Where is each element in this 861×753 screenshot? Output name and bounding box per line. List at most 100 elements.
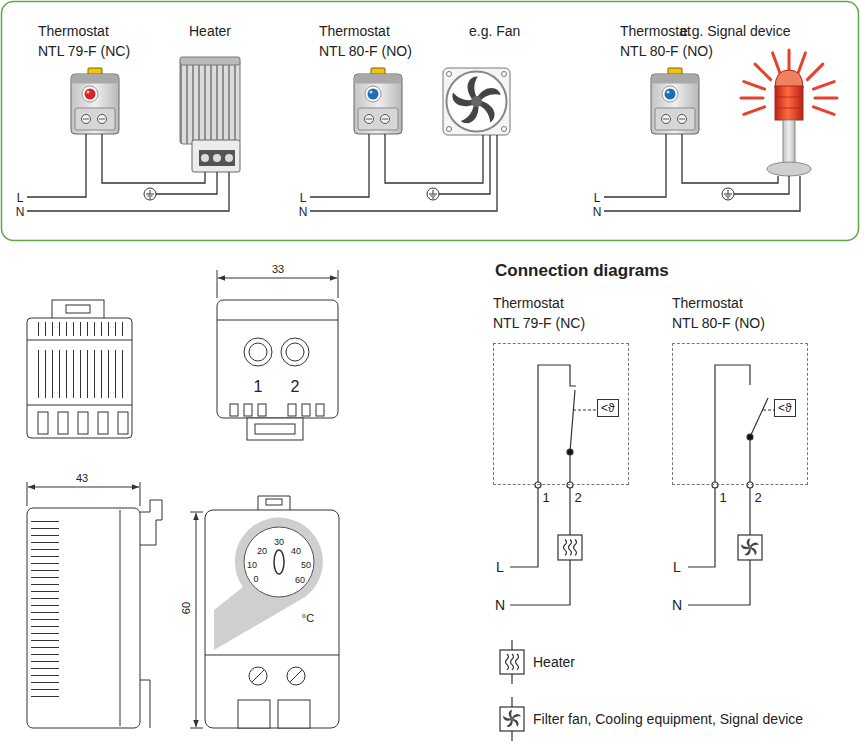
dimension-line: [27, 482, 140, 506]
circuit-nc: [567, 482, 573, 488]
label-anchor: 1: [254, 378, 263, 396]
line-name: L: [300, 192, 307, 206]
signal-beacon-picture: [788, 50, 791, 72]
label-anchor: 50: [301, 554, 311, 572]
fan-symbol: [740, 538, 759, 557]
label-anchor: 2: [574, 488, 581, 506]
label-anchor: 33: [272, 259, 284, 277]
device-heading: e.g. Fan: [469, 21, 527, 41]
circuit-no: [747, 482, 753, 488]
housing-end-view: [281, 338, 309, 366]
housing-side-view: [31, 518, 59, 700]
signal-beacon-picture: [755, 64, 771, 80]
heater-picture: [201, 154, 209, 162]
housing-side-view: [120, 510, 121, 726]
sensor-symbol-box: <ϑ: [774, 399, 796, 417]
supply-wires: [27, 134, 86, 197]
circuit-no: [738, 535, 762, 560]
supply-wires: [734, 176, 789, 194]
device-heading: Heater: [178, 21, 242, 41]
fan-symbol: [502, 709, 521, 728]
dimension-value: 33: [272, 263, 284, 276]
label-anchor: 60: [176, 602, 194, 614]
signal-beacon-picture: [744, 107, 765, 115]
pin-number: 2: [754, 491, 761, 506]
device-heading: e.g. Signal device: [680, 21, 805, 41]
heater-picture: [225, 154, 233, 162]
housing-side-view: [27, 500, 162, 728]
housing-top-view: [34, 350, 125, 398]
pin-number: 2: [574, 491, 581, 506]
signal-beacon-picture: [813, 82, 834, 90]
signal-beacon-picture: [775, 86, 803, 120]
housing-end-view: [244, 404, 252, 416]
housing-end-view: [247, 418, 303, 440]
heater-picture: [199, 150, 211, 166]
signal-beacon-picture: [741, 50, 837, 176]
dimension-value: 43: [76, 472, 88, 485]
wire: [385, 134, 483, 183]
heater-picture: [180, 57, 240, 172]
heater-picture: [223, 150, 235, 166]
dimension-line: [218, 278, 337, 279]
signal-beacon-picture: [783, 120, 795, 164]
label-anchor: N: [299, 202, 308, 220]
housing-top-view: [98, 412, 108, 434]
label-anchor: 20: [257, 540, 267, 558]
section-title: Connection diagrams: [495, 261, 669, 280]
housing-top-view: [38, 412, 48, 434]
housing-end-view: [230, 404, 238, 416]
supply-wires: [310, 135, 497, 211]
housing-top-view: [27, 340, 132, 341]
ground-symbol: [144, 188, 156, 200]
device-heading: Thermostat NTL 79-F (NC): [493, 293, 590, 333]
label-anchor: 0: [253, 568, 258, 586]
legend-sample: [500, 650, 524, 674]
label-anchor: L: [496, 558, 504, 576]
signal-beacon-picture: [744, 82, 765, 90]
dial-scale: 10: [247, 560, 257, 570]
label-anchor: 43: [76, 468, 88, 486]
housing-top-view: [34, 322, 125, 336]
housing-front-view: [244, 527, 314, 597]
fan-picture: [443, 68, 510, 135]
heater-symbol: [506, 654, 519, 670]
supply-wires: [604, 134, 666, 197]
line-name: L: [673, 559, 681, 575]
housing-top-view: [27, 300, 132, 438]
supply-wires: [27, 172, 229, 211]
dimension-line: [28, 487, 139, 488]
label-anchor: L: [17, 188, 24, 206]
housing-end-view: [255, 424, 295, 434]
housing-end-view: [286, 343, 304, 361]
housing-end-view: [249, 343, 267, 361]
heater-symbol: [564, 540, 577, 556]
fan-picture: [447, 72, 452, 77]
housing-front-view: [266, 499, 282, 505]
housing-top-view: [58, 412, 68, 434]
line-name: N: [672, 597, 682, 613]
device-group: e.g. Fan: [443, 21, 527, 135]
device-heading: Thermostat NTL 80-F (NO): [319, 21, 416, 61]
signal-beacon-picture: [798, 53, 806, 74]
label-anchor: N: [495, 596, 505, 614]
housing-top-view: [27, 405, 132, 406]
fan-picture: [449, 74, 501, 126]
heater-picture: [192, 140, 240, 172]
signal-beacon-picture: [767, 162, 811, 176]
heater-picture: [180, 60, 240, 144]
housing-side-view: [140, 500, 162, 545]
circuit-nc: [510, 365, 597, 605]
device-group: Heater: [178, 21, 242, 172]
label-anchor: 60: [295, 569, 305, 587]
dial-scale: 40: [291, 546, 301, 556]
housing-front-view: [214, 518, 323, 650]
line-name: N: [593, 206, 602, 220]
thermostat-nc-picture: [71, 68, 119, 134]
dial-scale: 30: [274, 537, 284, 547]
device-group: Thermostat NTL 79-F (NC): [38, 21, 135, 134]
housing-front-view: [252, 670, 302, 682]
housing-top-view: [118, 412, 128, 434]
label-anchor: 2: [754, 488, 761, 506]
